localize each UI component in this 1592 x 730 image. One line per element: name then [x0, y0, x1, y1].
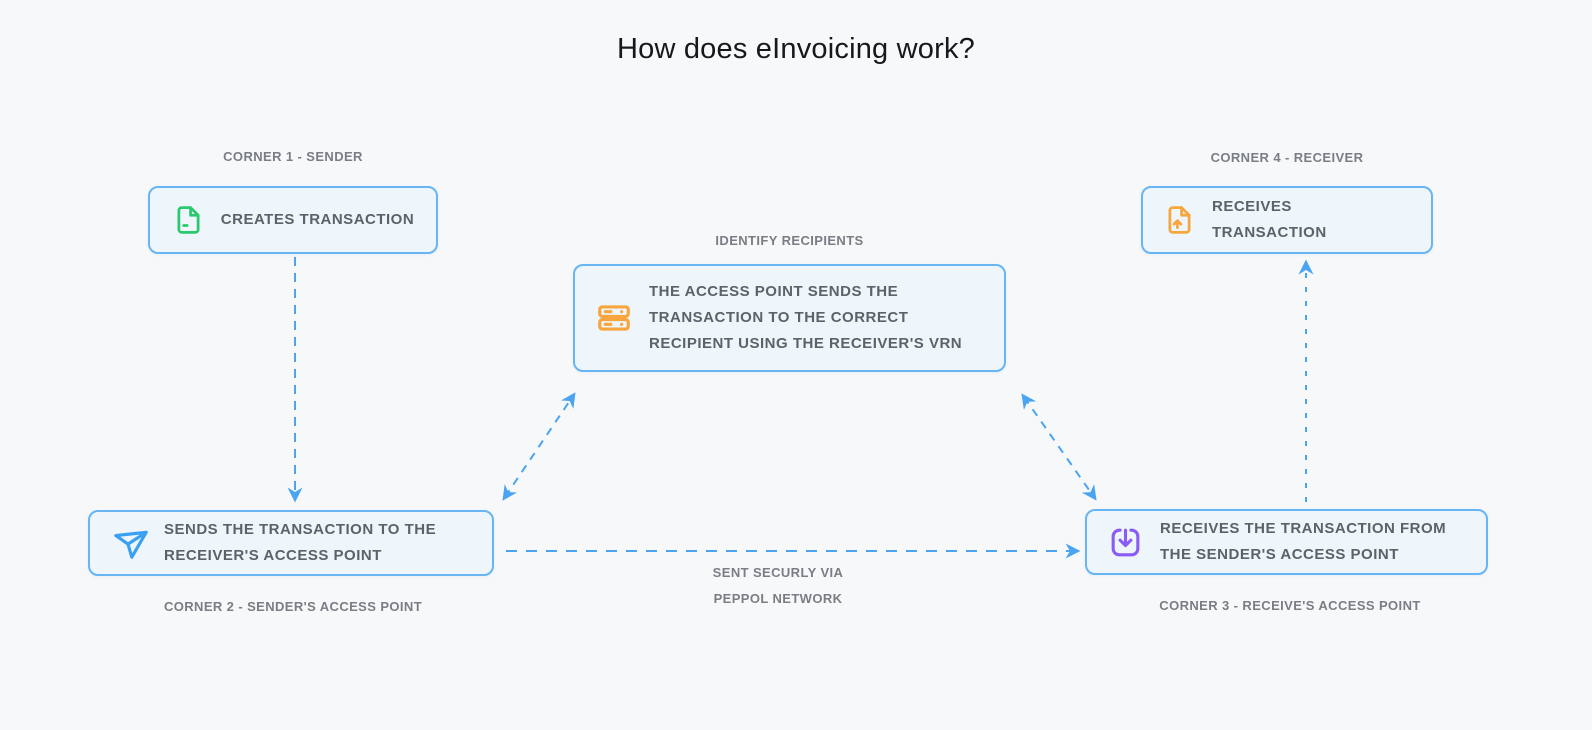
corner4-text: RECEIVES TRANSACTION: [1212, 198, 1327, 241]
server-icon: [595, 299, 633, 337]
corner3-node: RECEIVES THE TRANSACTION FROM THE SENDER…: [1085, 509, 1488, 575]
corner2-text: SENDS THE TRANSACTION TO THE RECEIVER'S …: [164, 521, 437, 564]
corner2-node: SENDS THE TRANSACTION TO THE RECEIVER'S …: [88, 510, 494, 576]
corner3-text: RECEIVES THE TRANSACTION FROM THE SENDER…: [1160, 520, 1447, 563]
peppol-network-label: SENT SECURLY VIA PEPPOL NETWORK: [712, 565, 844, 606]
download-icon: [1107, 524, 1144, 561]
corner1-node: CREATES TRANSACTION: [148, 186, 438, 254]
corner3-label: CORNER 3 - RECEIVE'S ACCESS POINT: [1159, 598, 1421, 613]
corner4-label: CORNER 4 - RECEIVER: [1210, 150, 1364, 165]
access-point-text: THE ACCESS POINT SENDS THE TRANSACTION T…: [649, 283, 963, 352]
arrow-corner2-accesspoint: [502, 392, 576, 501]
corner2-label: CORNER 2 - SENDER'S ACCESS POINT: [163, 599, 423, 614]
send-icon: [110, 524, 148, 562]
corner1-label: CORNER 1 - SENDER: [223, 149, 363, 164]
corner1-text: CREATES TRANSACTION: [220, 211, 415, 228]
page-title: How does eInvoicing work?: [616, 33, 975, 65]
file-icon: [172, 202, 205, 238]
access-point-node: THE ACCESS POINT SENDS THE TRANSACTION T…: [573, 264, 1006, 372]
arrow-accesspoint-corner3: [1021, 393, 1097, 501]
corner4-node: RECEIVES TRANSACTION: [1141, 186, 1433, 254]
file-up-icon: [1163, 202, 1196, 238]
access-point-label: IDENTIFY RECIPIENTS: [715, 233, 864, 248]
